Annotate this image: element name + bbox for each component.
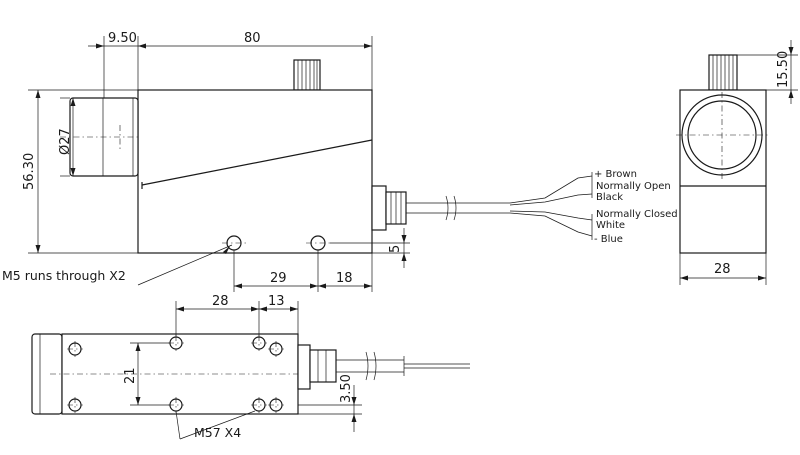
- dim-label-15-50: 15.50: [776, 51, 791, 88]
- wire-label-black: Black: [596, 192, 623, 203]
- dim-top-front: [88, 36, 373, 98]
- dim-21: [130, 342, 170, 406]
- dim-top-bottom: [175, 301, 299, 336]
- dim-label-9-50: 9.50: [108, 31, 137, 46]
- dim-label-80: 80: [244, 31, 261, 46]
- front-cable: [406, 172, 593, 240]
- front-body: [137, 89, 373, 254]
- m5-leader: [137, 244, 233, 286]
- dim-15-50: [737, 40, 798, 104]
- side-lens: [676, 92, 770, 180]
- dim-5: [330, 228, 410, 268]
- bottom-holes: [67, 335, 284, 413]
- note-m5: M5 runs through X2: [2, 268, 126, 283]
- wire-label-blue: - Blue: [594, 234, 623, 245]
- side-knob: [708, 54, 738, 91]
- dim-label-28-side: 28: [714, 262, 731, 277]
- bottom-view: [31, 301, 470, 440]
- dim-28-side: [679, 253, 767, 285]
- dim-lens-diameter: [60, 97, 76, 177]
- bottom-cable: [336, 351, 470, 381]
- dim-label-18: 18: [336, 271, 353, 286]
- dim-label-3-50: 3.50: [339, 374, 354, 403]
- dim-label-56-30: 56.30: [22, 153, 37, 190]
- dim-label-28-top: 28: [212, 294, 229, 309]
- bottom-lens: [31, 333, 63, 415]
- dim-label-d27: Ø27: [58, 128, 73, 155]
- wire-label-brown: + Brown: [594, 169, 637, 180]
- dim-label-29: 29: [270, 271, 287, 286]
- dim-label-13: 13: [268, 294, 285, 309]
- wire-label-normally-closed: Normally Closed: [596, 209, 678, 220]
- front-view: [28, 36, 593, 292]
- note-m57: M57 X4: [194, 425, 241, 440]
- dim-3-50: [298, 385, 362, 432]
- bottom-cable-gland: [297, 344, 337, 390]
- m57-leader: [175, 410, 181, 440]
- wire-label-normally-open: Normally Open: [596, 181, 671, 192]
- side-body: [679, 89, 767, 254]
- front-cable-gland: [371, 185, 407, 231]
- dim-height-front: [28, 89, 138, 254]
- dim-label-5: 5: [388, 245, 403, 253]
- side-view: [676, 40, 798, 285]
- wire-label-white: White: [596, 220, 625, 231]
- dim-bottom-front: [233, 250, 373, 292]
- front-knob: [293, 59, 321, 91]
- front-mount-holes: [222, 235, 330, 251]
- dim-label-21: 21: [123, 367, 138, 384]
